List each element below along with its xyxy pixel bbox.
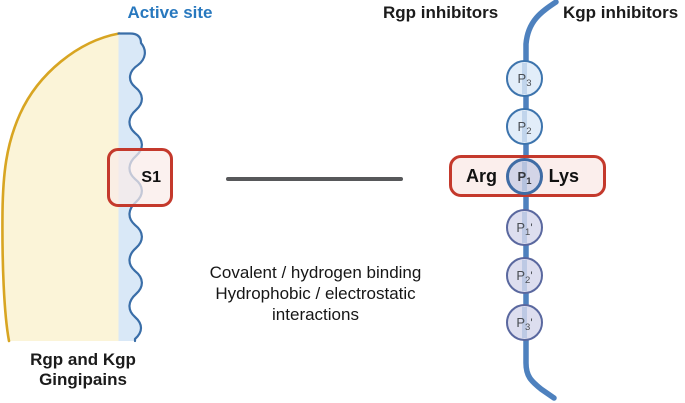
enzyme-outline xyxy=(1,32,121,343)
residue-p1p-prime: ' xyxy=(530,221,533,235)
residue-p3-base: P xyxy=(517,71,527,86)
residue-p3p-sub: 3 xyxy=(525,322,531,333)
residue-p1-sub: 1 xyxy=(526,176,532,187)
residue-p3p-prime: ' xyxy=(530,316,533,330)
residue-p2p-sub: 2 xyxy=(525,275,531,286)
kgp-inhibitors-label: Kgp inhibitors xyxy=(563,3,679,22)
residue-p3-sub: 3 xyxy=(526,78,532,89)
residue-p1p-sub: 1 xyxy=(525,227,531,238)
substrate-chain-line xyxy=(523,0,559,401)
active-site-label: Active site xyxy=(127,3,213,22)
rgp-inhibitors-label: Rgp inhibitors xyxy=(383,3,499,22)
residue-p2-sub: 2 xyxy=(526,126,532,137)
interaction-text-line2: Hydrophobic / electrostatic xyxy=(215,284,416,303)
residue-p2-base: P xyxy=(517,119,527,134)
interaction-text-line3: interactions xyxy=(272,305,359,324)
interaction-connector-line xyxy=(226,177,403,181)
arg-label: Arg xyxy=(466,165,497,186)
residue-p1-base: P xyxy=(517,169,527,184)
s1-pocket-label: S1 xyxy=(141,168,161,186)
enzyme-name-line2: Gingipains xyxy=(39,370,127,389)
residue-p3p-base: P xyxy=(516,315,526,330)
residue-p2p-base: P xyxy=(516,268,526,283)
enzyme-name-line1: Rgp and Kgp xyxy=(30,350,136,369)
residue-p1p-base: P xyxy=(516,220,526,235)
enzyme-name-label: Rgp and Kgp Gingipains xyxy=(8,350,158,390)
residue-p2p-prime: ' xyxy=(530,269,533,283)
interaction-text-line1: Covalent / hydrogen binding xyxy=(209,263,422,282)
enzyme-body-shape xyxy=(2,33,120,341)
s1-pocket-box: S1 xyxy=(107,148,173,207)
interaction-text: Covalent / hydrogen binding Hydrophobic … xyxy=(168,262,463,325)
lys-label: Lys xyxy=(548,165,579,186)
